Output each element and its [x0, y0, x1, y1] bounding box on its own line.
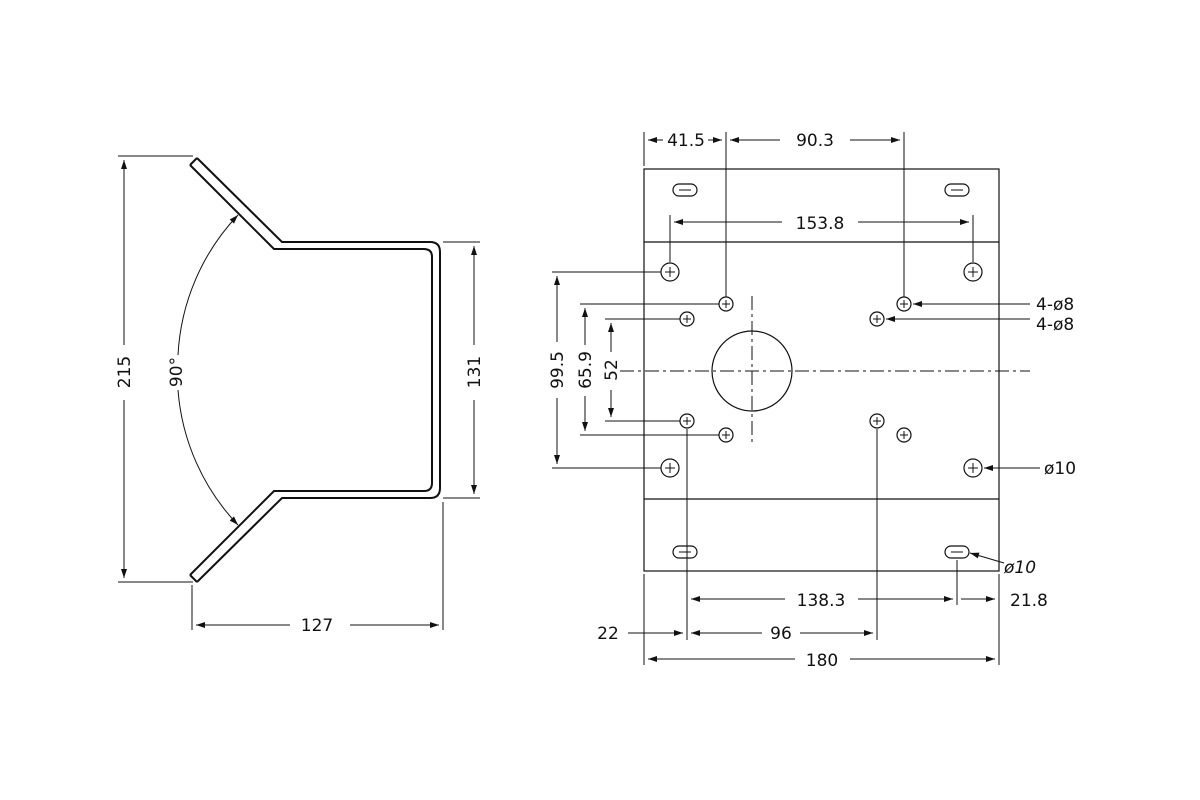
hole-10-top-right	[963, 262, 983, 282]
label-153-8: 153.8	[796, 214, 845, 234]
callout-slot-10: ø10	[969, 552, 1036, 578]
dimension-overall-180: 180	[648, 651, 995, 671]
dimension-angle: 90°	[167, 214, 239, 526]
hole-8-b4	[869, 413, 885, 429]
label-90-degrees: 90°	[167, 357, 187, 387]
label-4-dia8-b: 4-ø8	[1036, 315, 1074, 335]
side-view-bracket-profile	[189, 157, 441, 583]
dimension-bottom-138-3: 138.3	[686, 429, 958, 640]
label-99-5: 99.5	[548, 351, 568, 389]
slot-bottom-left	[672, 545, 698, 559]
label-138-3: 138.3	[797, 591, 846, 611]
center-cable-hole	[711, 330, 793, 412]
slot-bottom-right	[944, 545, 970, 559]
callout-4-holes-8-a: 4-ø8	[913, 295, 1074, 315]
dimension-height-overall: 215	[115, 155, 193, 583]
hole-10-bottom-right	[963, 458, 983, 478]
hole-8-b2	[869, 311, 885, 327]
label-dia10-hole: ø10	[1044, 459, 1076, 479]
hole-8-a1	[718, 296, 734, 312]
callout-hole-10: ø10	[984, 459, 1076, 479]
label-96: 96	[770, 624, 792, 644]
label-4-dia8-a: 4-ø8	[1036, 295, 1074, 315]
dimension-bottom-22: 22	[597, 574, 683, 665]
slot-top-right	[944, 183, 970, 197]
hole-8-a3	[718, 427, 734, 443]
dimension-vertical-65-9: 65.9	[576, 303, 719, 436]
plan-view-plate	[643, 168, 1000, 572]
label-180: 180	[806, 651, 838, 671]
label-22: 22	[597, 624, 619, 644]
dimension-bottom-21-8: 21.8	[961, 574, 1048, 665]
dimension-height-channel: 131	[443, 241, 485, 499]
dimension-hole-span-top: 153.8	[669, 214, 974, 262]
label-dia10-slot: ø10	[1003, 558, 1036, 578]
label-127: 127	[301, 616, 333, 636]
label-65-9: 65.9	[576, 351, 596, 389]
hole-10-bottom-left	[660, 458, 680, 478]
label-21-8: 21.8	[1010, 591, 1048, 611]
hole-8-b3	[679, 413, 695, 429]
dimension-top-41-5: 41.5	[643, 131, 905, 297]
label-90-3: 90.3	[796, 131, 834, 151]
dimension-vertical-99-5: 99.5	[548, 271, 661, 469]
label-41-5: 41.5	[667, 131, 705, 151]
slot-top-left	[672, 183, 698, 197]
dimension-bottom-96: 96	[691, 624, 873, 644]
label-215: 215	[115, 356, 135, 388]
hole-8-a4	[896, 427, 912, 443]
hole-10-top-left	[660, 262, 680, 282]
label-131: 131	[465, 356, 485, 388]
center-lines	[620, 296, 1030, 445]
callout-4-holes-8-b: 4-ø8	[886, 315, 1074, 335]
hole-8-a2	[896, 296, 912, 312]
dimension-top-90-3: 90.3	[730, 131, 900, 151]
dimension-vertical-52: 52	[602, 318, 680, 422]
hole-8-b1	[679, 311, 695, 327]
label-52: 52	[602, 359, 622, 381]
dimension-width: 127	[191, 502, 444, 636]
